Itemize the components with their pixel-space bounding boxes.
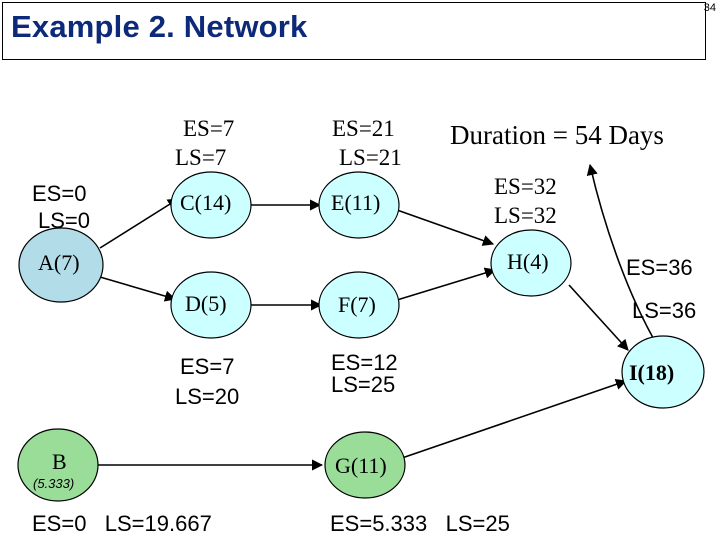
title-box: Example 2. Network: [2, 2, 706, 60]
node-f-ls: LS=25: [331, 372, 396, 397]
node-e-label: E(11): [331, 190, 381, 215]
node-b-label: B: [52, 449, 67, 474]
node-f-circle: [318, 271, 400, 339]
node-i-circle: [621, 335, 705, 409]
node-g-label: G(11): [335, 453, 387, 478]
slide-title: Example 2. Network: [11, 9, 308, 44]
node-f-es: ES=12: [331, 350, 398, 375]
node-c-es: ES=7: [183, 116, 235, 141]
duration-pointer: [586, 163, 661, 351]
node-e-es: ES=21: [332, 116, 395, 141]
edge-h-i: [568, 284, 629, 351]
node-f-label: F(7): [338, 292, 376, 317]
duration-label: Duration = 54 Days: [450, 120, 664, 150]
node-a-label: A(7): [38, 250, 80, 275]
edge-e-h: [396, 209, 495, 246]
edge-a-c: [99, 198, 179, 249]
node-c-label: C(14): [180, 190, 232, 215]
node-h-es: ES=32: [494, 174, 557, 199]
node-a-es: ES=0: [32, 181, 87, 206]
node-c-circle: [170, 171, 252, 239]
node-i-label: I(18): [629, 360, 675, 385]
node-h-label: H(4): [507, 249, 549, 274]
node-i-es: ES=36: [626, 255, 693, 280]
edge-f-h: [396, 267, 497, 301]
node-e-ls: LS=21: [339, 145, 402, 170]
node-d-ls: LS=20: [175, 384, 240, 409]
node-h-ls: LS=32: [494, 203, 557, 228]
nodes: [17, 171, 705, 502]
node-d-es: ES=7: [180, 354, 235, 379]
node-h-circle: [490, 229, 572, 297]
node-g-circle: [324, 431, 406, 499]
edge-g-i: [401, 378, 628, 459]
node-i-ls: LS=36: [632, 298, 697, 323]
node-d-circle: [170, 271, 252, 339]
edge-a-d: [99, 276, 177, 302]
node-g-times: ES=5.333 LS=25: [330, 511, 510, 536]
node-b-times: ES=0 LS=19.667: [32, 511, 212, 536]
node-b-sub: (5.333): [33, 476, 75, 491]
node-a-circle: [18, 227, 104, 303]
node-a-ls: LS=0: [38, 208, 90, 233]
node-d-label: D(5): [185, 291, 227, 316]
node-b-circle: [17, 428, 99, 502]
node-e-circle: [318, 171, 400, 239]
node-c-ls: LS=7: [175, 145, 227, 170]
page-number: 34: [703, 2, 716, 14]
edges: [96, 163, 661, 471]
